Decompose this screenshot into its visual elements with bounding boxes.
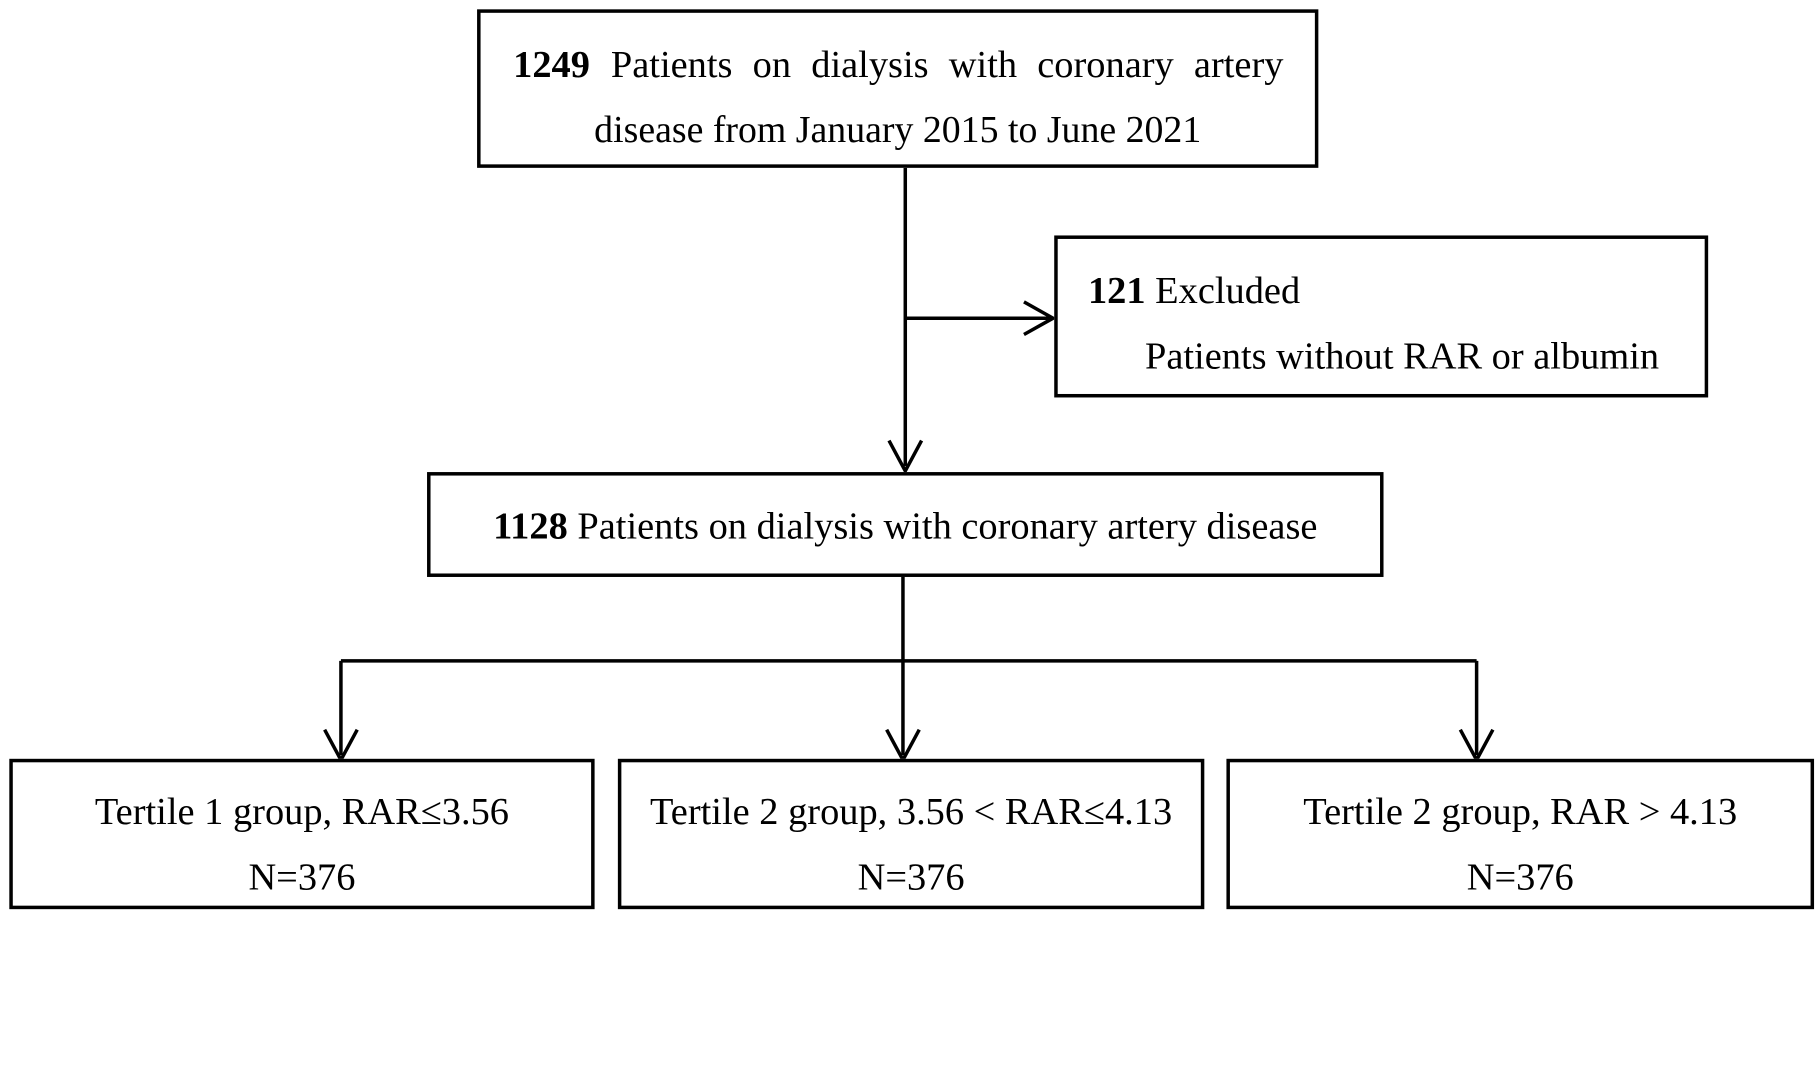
- exclusion-header: 121 Excluded: [1088, 267, 1300, 317]
- group-1-label: Tertile 1 group, RAR≤3.56: [94, 791, 509, 834]
- exclusion-label: Excluded: [1155, 270, 1301, 313]
- group-3-n: N=376: [1466, 856, 1574, 899]
- group-2-n: N=376: [857, 856, 965, 899]
- top-box: 1249 Patients on dialysis with coronary …: [477, 9, 1319, 168]
- exclusion-reason: Patients without RAR or albumin: [1144, 335, 1660, 378]
- middle-box: 1128 Patients on dialysis with coronary …: [427, 472, 1384, 577]
- top-box-count: 1249: [513, 44, 590, 87]
- connector-arrows: [323, 167, 1495, 764]
- exclusion-box: 121 Excluded Patients without RAR or alb…: [1054, 235, 1709, 398]
- top-box-line-1-text: Patients on dialysis with coronary arter…: [610, 44, 1284, 87]
- exclusion-count: 121: [1087, 270, 1146, 313]
- group-box-1: Tertile 1 group, RAR≤3.56 N=376: [9, 758, 595, 910]
- top-box-line-1: 1249 Patients on dialysis with coronary …: [513, 41, 1283, 91]
- group-1-n: N=376: [248, 856, 356, 899]
- middle-count: 1128: [493, 505, 568, 548]
- middle-box-text: 1128 Patients on dialysis with coronary …: [431, 502, 1380, 552]
- group-2-label: Tertile 2 group, 3.56 < RAR≤4.13: [650, 791, 1173, 834]
- middle-label: Patients on dialysis with coronary arter…: [577, 505, 1318, 548]
- arrowhead-exclusion: [1023, 300, 1057, 337]
- top-box-line-2: disease from January 2015 to June 2021: [594, 109, 1202, 152]
- group-box-2: Tertile 2 group, 3.56 < RAR≤4.13 N=376: [617, 758, 1205, 910]
- arrowhead-middle: [887, 439, 924, 475]
- group-box-3: Tertile 2 group, RAR > 4.13 N=376: [1226, 758, 1815, 910]
- group-3-label: Tertile 2 group, RAR > 4.13: [1303, 791, 1738, 834]
